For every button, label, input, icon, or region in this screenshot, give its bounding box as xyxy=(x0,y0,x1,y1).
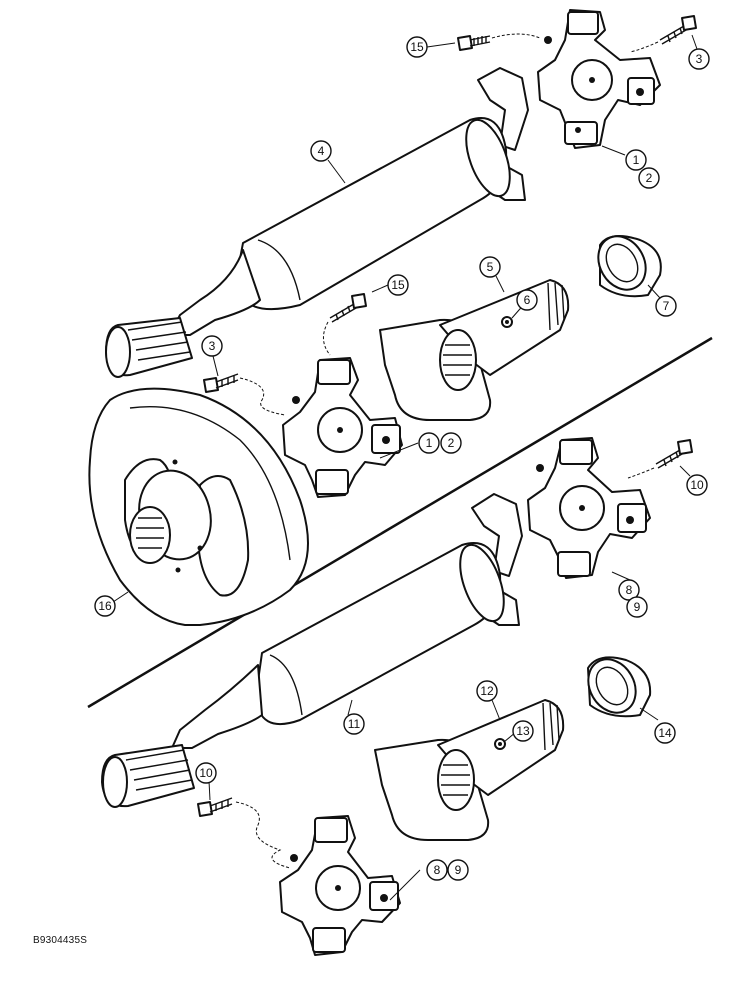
bolt-15-middle xyxy=(329,293,367,323)
slip-yoke-upper xyxy=(379,279,570,421)
divider-line xyxy=(87,336,713,709)
svg-text:9: 9 xyxy=(634,600,641,614)
callout-4: 4 xyxy=(310,140,332,162)
callout-5: 5 xyxy=(479,256,501,278)
seal-ring-upper xyxy=(597,235,662,298)
svg-text:7: 7 xyxy=(663,299,670,313)
callout-11: 11 xyxy=(343,713,365,735)
bolt-10-upper xyxy=(655,439,693,469)
svg-text:10: 10 xyxy=(199,766,213,780)
universal-joint-cross-bottom xyxy=(279,815,401,956)
drive-shaft-lower xyxy=(101,493,523,808)
figure-reference-code: B9304435S xyxy=(33,935,88,946)
svg-text:4: 4 xyxy=(318,144,325,158)
callout-9-upper: 9 xyxy=(626,596,648,618)
callout-2-upper: 2 xyxy=(638,167,660,189)
callout-6: 6 xyxy=(516,289,538,311)
callout-14: 14 xyxy=(654,722,676,744)
callout-13: 13 xyxy=(512,720,534,742)
bolt-path-15-upper xyxy=(491,33,541,39)
svg-text:10: 10 xyxy=(690,478,704,492)
svg-text:16: 16 xyxy=(98,599,112,613)
bolt-15-upper xyxy=(457,35,491,51)
svg-text:12: 12 xyxy=(480,684,494,698)
universal-joint-cross-lower-right xyxy=(527,437,651,579)
drive-disk xyxy=(88,387,309,626)
svg-text:15: 15 xyxy=(410,40,424,54)
callout-1-middle: 1 xyxy=(418,432,440,454)
svg-text:3: 3 xyxy=(209,339,216,353)
callout-2-middle: 2 xyxy=(440,432,462,454)
svg-text:1: 1 xyxy=(426,436,433,450)
bolt-path-3-middle xyxy=(239,377,286,416)
svg-text:2: 2 xyxy=(448,436,455,450)
bolt-path-10-upper xyxy=(627,467,655,479)
svg-text:14: 14 xyxy=(658,726,672,740)
svg-text:2: 2 xyxy=(646,171,653,185)
bolt-3-middle xyxy=(203,373,239,393)
svg-text:3: 3 xyxy=(696,52,703,66)
callout-3-upper: 3 xyxy=(688,48,710,70)
callout-1-upper: 1 xyxy=(625,149,647,171)
callout-3-middle: 3 xyxy=(201,335,223,357)
bolt-3-upper xyxy=(659,15,697,45)
callout-15-upper: 15 xyxy=(406,36,428,58)
svg-text:6: 6 xyxy=(524,293,531,307)
slip-yoke-lower xyxy=(374,699,565,841)
svg-text:1: 1 xyxy=(633,153,640,167)
drive-shaft-upper xyxy=(105,67,529,378)
callout-8-lower: 8 xyxy=(426,859,448,881)
svg-text:8: 8 xyxy=(434,863,441,877)
callout-16: 16 xyxy=(94,595,116,617)
svg-text:13: 13 xyxy=(516,724,530,738)
bolt-path-3-upper xyxy=(629,41,659,53)
callout-15-middle: 15 xyxy=(387,274,409,296)
bolt-path-10-lower xyxy=(235,801,291,869)
bolt-path-15-middle xyxy=(323,321,331,356)
callout-7: 7 xyxy=(655,295,677,317)
svg-text:9: 9 xyxy=(455,863,462,877)
svg-text:15: 15 xyxy=(391,278,405,292)
callout-10-upper: 10 xyxy=(686,474,708,496)
callout-12: 12 xyxy=(476,680,498,702)
svg-text:5: 5 xyxy=(487,260,494,274)
svg-text:8: 8 xyxy=(626,583,633,597)
universal-joint-cross-middle xyxy=(282,357,403,498)
callout-10-lower: 10 xyxy=(195,762,217,784)
universal-joint-cross-upper-right xyxy=(537,9,661,149)
svg-text:11: 11 xyxy=(348,717,361,731)
bolt-10-lower xyxy=(197,797,233,817)
callout-9-lower: 9 xyxy=(447,859,469,881)
seal-ring-lower xyxy=(587,656,652,718)
